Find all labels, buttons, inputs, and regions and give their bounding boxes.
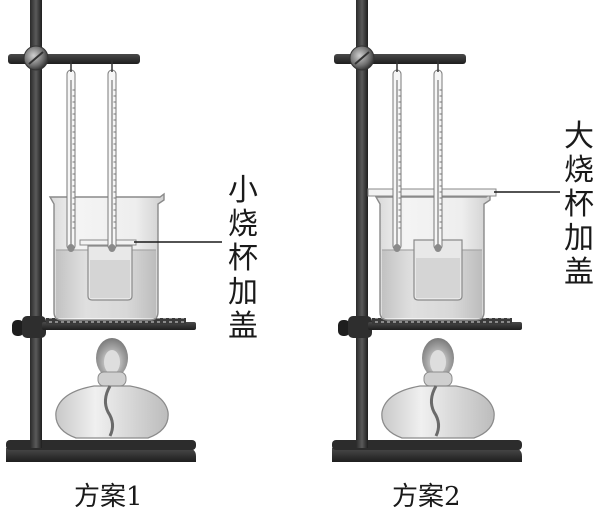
scheme-1-caption: 方案1 — [74, 482, 143, 512]
thermometer-1a — [66, 69, 76, 253]
small-beaker-2 — [413, 239, 463, 301]
small-beaker-lid-label: 小 烧 杯 加 盖 — [226, 174, 260, 344]
scheme-1-apparatus — [5, 0, 222, 463]
label-char: 小 — [228, 173, 258, 208]
large-beaker-lid-label: 大 烧 杯 加 盖 — [562, 120, 596, 290]
scheme-2-apparatus — [331, 0, 560, 463]
scheme-2-caption: 方案2 — [392, 482, 461, 512]
label-char: 盖 — [564, 255, 594, 290]
label-char: 大 — [564, 119, 594, 154]
label-char: 杯 — [228, 241, 258, 276]
label-char: 烧 — [564, 153, 594, 188]
thermometer-1b — [107, 69, 117, 253]
label-char: 加 — [228, 275, 258, 310]
label-char: 盖 — [228, 309, 258, 344]
small-beaker-1 — [79, 239, 137, 301]
alcohol-lamp-1 — [54, 336, 170, 440]
thermometer-2a — [392, 69, 402, 253]
label-char: 杯 — [564, 187, 594, 222]
large-beaker-lid — [367, 188, 497, 197]
label-char: 加 — [564, 221, 594, 256]
thermometer-2b — [433, 69, 443, 253]
alcohol-lamp-2 — [380, 336, 496, 440]
label-char: 烧 — [228, 207, 258, 242]
